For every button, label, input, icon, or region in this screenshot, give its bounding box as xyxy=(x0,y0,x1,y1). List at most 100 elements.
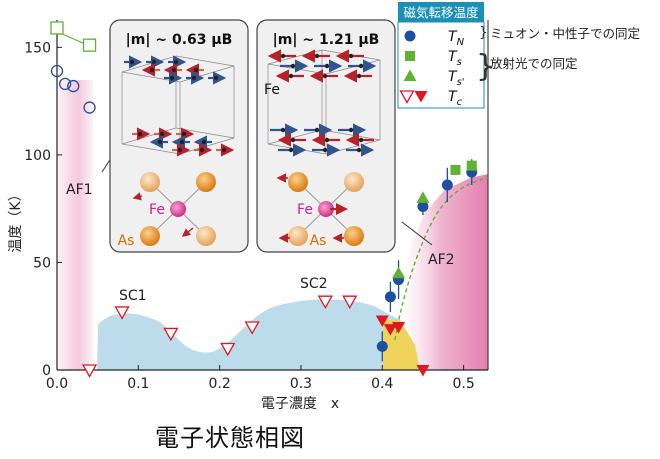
data-point xyxy=(244,321,260,335)
figure-caption: 電子状態相図 xyxy=(155,424,305,452)
x-tick-label: 0.4 xyxy=(371,376,393,392)
fe-site xyxy=(288,147,294,153)
data-point xyxy=(82,38,97,52)
as-atom xyxy=(344,226,364,246)
x-tick-label: 0.5 xyxy=(452,376,474,392)
legend-entry-label: Tc xyxy=(448,89,463,108)
data-point xyxy=(383,324,397,336)
as-label: As xyxy=(118,233,135,249)
fe-site xyxy=(322,147,328,153)
inset-af2: |m| ~ 1.21 μB Fe Fe As xyxy=(256,19,396,253)
legend-title-bg xyxy=(398,2,484,22)
af2-dashed-line xyxy=(394,177,489,341)
as-atom xyxy=(288,226,308,246)
fe-site xyxy=(221,147,227,153)
legend-title: 磁気転移温度 xyxy=(403,5,479,20)
sc-dome xyxy=(97,299,400,370)
inset-af2-spins xyxy=(267,49,377,157)
fe-site xyxy=(179,139,185,145)
fe-site xyxy=(324,63,330,69)
fe-label: Fe xyxy=(149,202,165,218)
fe-site xyxy=(129,59,135,65)
data-point xyxy=(83,101,96,114)
legend-entry-label: Ts' xyxy=(448,69,465,88)
fe-site xyxy=(159,131,165,137)
data-point xyxy=(466,160,477,171)
fe-atom xyxy=(318,201,334,217)
data-point xyxy=(376,340,388,352)
inset-af1-frame xyxy=(109,19,249,253)
legend-entry-label: TN xyxy=(448,29,465,48)
as-atom xyxy=(140,226,160,246)
fe-label: Fe xyxy=(297,202,313,218)
as-label: As xyxy=(310,233,327,249)
as-spin-arrow xyxy=(132,192,143,201)
legend-marker xyxy=(414,91,428,103)
as-atom xyxy=(344,172,364,192)
data-point xyxy=(220,342,236,357)
y-axis-label: 温度（K） xyxy=(8,187,24,252)
data-point xyxy=(163,327,179,342)
af1-region xyxy=(57,80,93,370)
x-tick-label: 0.0 xyxy=(46,376,68,392)
fe-site xyxy=(358,137,364,143)
x-tick-label: 0.1 xyxy=(127,376,149,392)
data-point xyxy=(416,365,430,377)
fe-site xyxy=(199,147,205,153)
data-point xyxy=(416,191,430,203)
fe-label-lattice: Fe xyxy=(264,82,280,98)
gold-region xyxy=(383,320,420,370)
fe-site xyxy=(213,75,219,81)
fe-site xyxy=(348,127,354,133)
as-atom xyxy=(196,226,216,246)
fe-atom xyxy=(170,201,186,217)
fe-site xyxy=(324,137,330,143)
x-axis-label: 電子濃度 x xyxy=(261,396,339,412)
data-point xyxy=(67,79,80,93)
af2-pointer xyxy=(401,221,433,246)
as-spin-arrow xyxy=(181,227,194,237)
data-point xyxy=(81,364,98,378)
legend-note-1: ミュオン・中性子での同定 xyxy=(490,26,640,41)
fe-site xyxy=(149,67,155,73)
data-point xyxy=(441,179,453,191)
data-points xyxy=(50,21,478,378)
fe-site xyxy=(288,73,294,79)
fe-site xyxy=(193,67,199,73)
x-tick-label: 0.2 xyxy=(209,376,231,392)
af2-region xyxy=(392,174,488,370)
fe-site xyxy=(290,137,296,143)
sc2-label: SC2 xyxy=(300,276,328,292)
data-point xyxy=(114,306,130,320)
data-point xyxy=(392,266,406,279)
fe-site xyxy=(177,147,183,153)
y-tick-label: 0 xyxy=(42,363,51,379)
fe-site xyxy=(201,139,207,145)
data-point xyxy=(417,201,429,213)
fe-site xyxy=(137,131,143,137)
inset-af1: |m| ~ 0.63 μB Fe As xyxy=(109,19,249,253)
legend-brace: } xyxy=(476,49,495,84)
legend-brace: } xyxy=(479,25,488,41)
fe-site xyxy=(171,67,177,73)
af1-label: AF1 xyxy=(66,182,93,198)
as-atom xyxy=(288,172,308,192)
sc1-label: SC1 xyxy=(119,288,147,304)
fe-site xyxy=(322,73,328,79)
fe-site xyxy=(356,73,362,79)
data-point xyxy=(58,77,72,91)
fe-site xyxy=(348,53,354,59)
fe-site xyxy=(358,63,364,69)
af2-label: AF2 xyxy=(428,252,455,268)
inset-af2-title: |m| ~ 1.21 μB xyxy=(273,32,380,48)
legend-marker xyxy=(404,30,416,42)
fe-site xyxy=(157,139,163,145)
inset-af1-spins xyxy=(124,55,235,157)
fe-site xyxy=(191,75,197,81)
fe-site xyxy=(173,59,179,65)
data-point xyxy=(384,291,396,303)
